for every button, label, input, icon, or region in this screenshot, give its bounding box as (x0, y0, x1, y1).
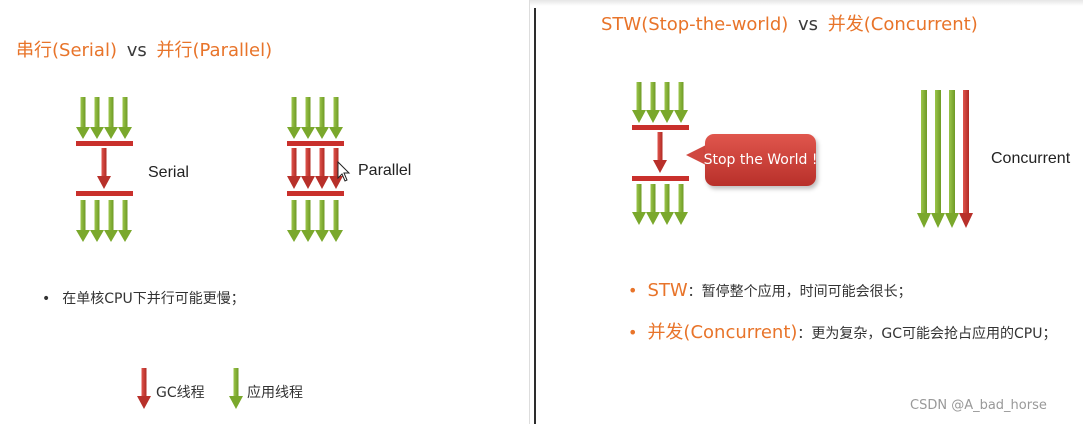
bullet-dot: • (628, 323, 638, 342)
bullet1-term: STW (647, 280, 688, 301)
legend-gc-label: GC线程 (156, 385, 205, 401)
stw-diagram (632, 82, 689, 225)
title-vs-right: vs (798, 14, 819, 35)
serial-app-threads-bottom (76, 200, 132, 242)
concurrent-app-thread (945, 90, 959, 228)
slide-divider (534, 8, 536, 424)
title-serial: 串行(Serial) (16, 40, 117, 61)
bullet2-text: ：更为复杂，GC可能会抢占应用的CPU； (797, 326, 1057, 342)
left-bullet: • 在单核CPU下并行可能更慢； (42, 288, 245, 308)
concurrent-gc-thread (959, 90, 973, 228)
title-concurrent: 并发(Concurrent) (827, 14, 978, 35)
mouse-cursor-icon (337, 160, 351, 182)
label-serial: Serial (148, 164, 189, 181)
left-title: 串行(Serial) vs 并行(Parallel) (16, 36, 272, 62)
bullet2-term: 并发(Concurrent) (647, 322, 798, 343)
legend-app-label: 应用线程 (247, 385, 303, 401)
right-title: STW(Stop-the-world) vs 并发(Concurrent) (601, 10, 978, 36)
parallel-safepoint-bar-top (287, 141, 344, 146)
serial-safepoint-bar-bottom (76, 191, 133, 196)
serial-app-threads-top (76, 97, 132, 139)
serial-gc-thread (97, 148, 111, 189)
title-stw: STW(Stop-the-world) (601, 14, 789, 35)
parallel-diagram (287, 97, 351, 242)
callout-tail (686, 145, 706, 165)
legend-gc-arrow (137, 368, 151, 409)
concurrent-diagram (917, 90, 973, 228)
serial-safepoint-bar-top (76, 141, 133, 146)
bullet1-text: ：暂停整个应用，时间可能会很长； (687, 284, 912, 300)
parallel-app-threads-bottom (287, 200, 343, 242)
serial-diagram (76, 97, 133, 242)
watermark: CSDN @A_bad_horse (910, 398, 1047, 413)
top-border (0, 0, 1083, 6)
stw-safepoint-bar-top (632, 125, 689, 130)
title-vs: vs (126, 40, 147, 61)
concurrent-app-thread (917, 90, 931, 228)
title-parallel: 并行(Parallel) (156, 40, 273, 61)
parallel-app-threads-top (287, 97, 343, 139)
stw-app-threads-top (632, 82, 688, 123)
bullet-dot: • (42, 291, 51, 307)
label-parallel: Parallel (358, 162, 412, 179)
label-concurrent: Concurrent (991, 150, 1071, 167)
stw-app-threads-bottom (632, 184, 688, 225)
legend-app-arrow (229, 368, 243, 409)
stw-gc-thread (653, 132, 667, 173)
left-bullet-text: 在单核CPU下并行可能更慢； (62, 291, 245, 307)
right-bullet-1: • STW：暂停整个应用，时间可能会很长； (628, 280, 912, 301)
stop-the-world-callout: Stop the World ! (704, 134, 817, 186)
right-bullet-2: • 并发(Concurrent)：更为复杂，GC可能会抢占应用的CPU； (628, 318, 1057, 344)
stw-safepoint-bar-bottom (632, 176, 689, 181)
bullet-dot: • (628, 281, 638, 300)
concurrent-app-thread (931, 90, 945, 228)
parallel-gc-threads (287, 148, 343, 189)
left-slide-panel (0, 0, 530, 424)
parallel-safepoint-bar-bottom (287, 191, 344, 196)
